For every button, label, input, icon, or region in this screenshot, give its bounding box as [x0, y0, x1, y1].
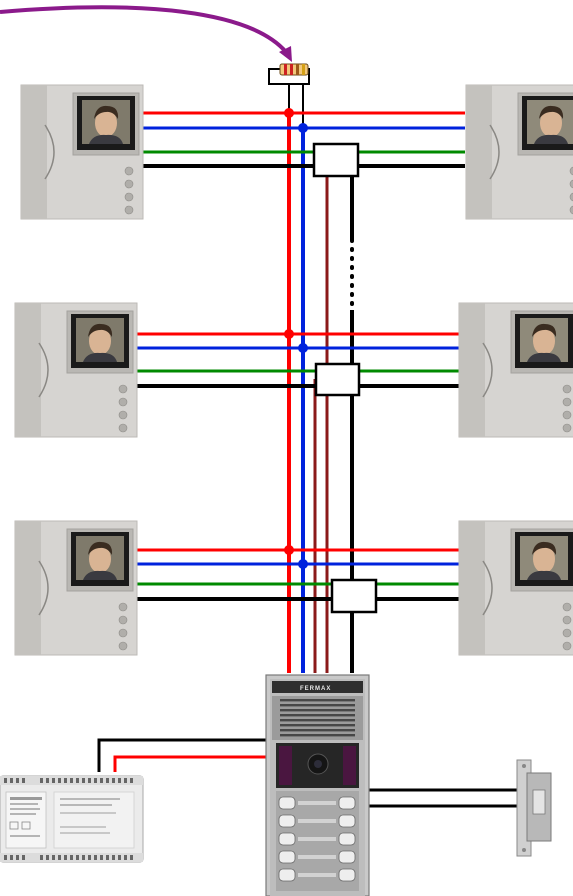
- floor-2-wiring: [135, 329, 460, 388]
- video-monitor-icon: [14, 302, 138, 438]
- video-monitor-icon: [465, 84, 573, 220]
- floor-3-wiring: [135, 545, 460, 601]
- electric-lock-icon: [516, 759, 552, 857]
- door-panel-icon: FERMAX: [265, 674, 370, 896]
- pointer-arrow: [0, 5, 288, 54]
- power-supply-wires: [97, 738, 268, 772]
- panel-brand: FERMAX: [300, 686, 331, 692]
- distributor-box-icon: [330, 578, 378, 614]
- video-monitor-icon: [14, 520, 138, 656]
- pointer-arrowhead: [279, 46, 292, 62]
- video-monitor-icon: [458, 302, 573, 438]
- end-of-line-resistor-icon: [268, 63, 310, 128]
- distributor-box-icon: [314, 362, 361, 397]
- video-monitor-icon: [20, 84, 144, 220]
- power-supply-icon: [0, 775, 144, 863]
- floor-1-wiring: [143, 108, 465, 168]
- video-monitor-icon: [458, 520, 573, 656]
- distributor-box-icon: [312, 142, 360, 178]
- lock-wires: [368, 788, 528, 808]
